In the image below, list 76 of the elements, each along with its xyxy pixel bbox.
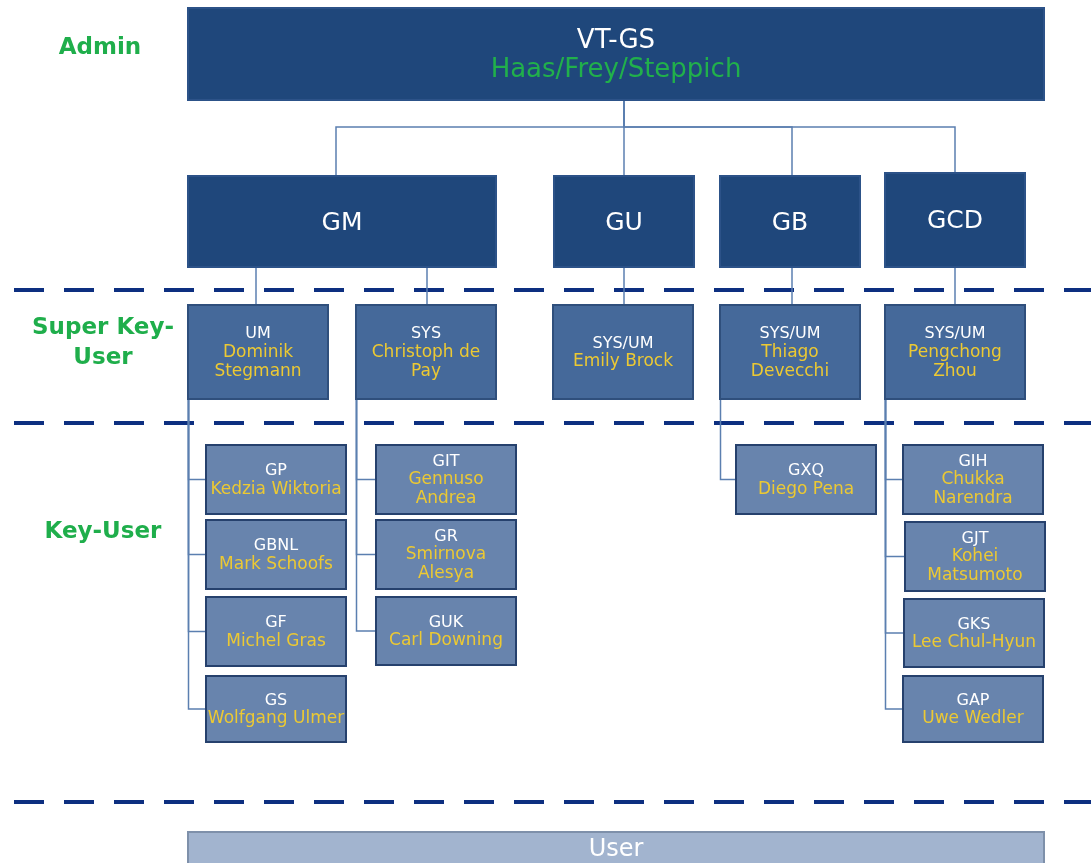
admin-box <box>187 7 1045 101</box>
key-user-box <box>375 444 517 515</box>
unit-code: GS <box>264 690 288 709</box>
person-name: Christoph de Pay <box>370 341 482 380</box>
person-name: Wolfgang Ulmer <box>207 708 345 728</box>
level-label: Key-User <box>43 516 163 545</box>
key-user-box <box>205 444 347 515</box>
key-user-box <box>205 519 347 590</box>
level-label: Super Key-User <box>31 312 175 371</box>
unit-code: SYS/UM <box>759 324 821 342</box>
super-key-user-box <box>719 304 861 400</box>
unit-code: GP <box>264 461 287 479</box>
super-key-user-box <box>187 304 329 400</box>
unit-code: GF <box>265 613 287 631</box>
level-title: User <box>588 835 644 862</box>
unit-code: GB <box>771 207 809 236</box>
key-user-box <box>205 596 347 667</box>
unit-code: GUK <box>428 612 464 631</box>
super-key-user-box <box>552 304 694 400</box>
connector-line <box>791 267 793 305</box>
level-label: Admin <box>57 32 143 61</box>
super-key-user-box <box>355 304 497 400</box>
unit-code: GCD <box>926 206 984 234</box>
connector-line <box>719 399 736 481</box>
person-name: Diego Pena <box>757 478 855 498</box>
person-name: Uwe Wedler <box>922 708 1024 728</box>
person-name: Mark Schoofs <box>219 553 333 573</box>
person-name: Gennuso Andrea <box>407 469 485 508</box>
unit-code: SYS/UM <box>924 324 986 342</box>
person-name: Emily Brock <box>572 351 674 371</box>
group-box <box>884 172 1026 268</box>
key-user-box <box>375 596 517 666</box>
group-box <box>719 175 861 268</box>
person-name: Thiago Devecchi <box>749 341 831 380</box>
connector-line <box>355 399 376 632</box>
unit-code: GIH <box>958 451 988 470</box>
unit-code: GAP <box>956 690 990 709</box>
unit-code: GKS <box>957 614 991 633</box>
connector-line <box>187 399 206 710</box>
person-name: Dominik Stegmann <box>213 341 303 380</box>
unit-title: VT-GS <box>576 24 656 54</box>
person-name: Smirnova Alesya <box>404 544 488 583</box>
key-user-box <box>902 675 1044 743</box>
connector-line <box>426 267 428 305</box>
unit-code: GIT <box>432 451 460 470</box>
connector-line <box>954 267 956 305</box>
key-user-box <box>902 444 1044 515</box>
unit-code: GXQ <box>788 461 824 479</box>
unit-code: GU <box>605 207 643 236</box>
key-user-box <box>205 675 347 743</box>
person-name: Lee Chul-Hyun <box>911 632 1037 652</box>
person-name: Michel Gras <box>226 630 326 650</box>
key-user-box <box>903 598 1045 668</box>
person-name: Carl Downing <box>389 630 503 650</box>
group-box <box>553 175 695 268</box>
unit-code: SYS <box>410 324 442 342</box>
admin-names: Haas/Frey/Steppich <box>490 54 742 84</box>
person-name: Pengchong Zhou <box>907 341 1003 380</box>
super-key-user-box <box>884 304 1026 400</box>
key-user-box <box>904 521 1046 592</box>
key-user-box <box>735 444 877 515</box>
unit-code: GBNL <box>253 536 299 554</box>
unit-code: GM <box>321 207 363 236</box>
unit-code: SYS/UM <box>592 333 654 352</box>
connector-line <box>255 267 257 305</box>
unit-code: GR <box>434 526 458 545</box>
user-bar <box>187 831 1045 863</box>
unit-code: UM <box>245 324 271 342</box>
key-user-box <box>375 519 517 590</box>
connector-line <box>623 267 625 305</box>
unit-code: GJT <box>961 528 989 547</box>
group-box <box>187 175 497 268</box>
person-name: Kedzia Wiktoria <box>210 478 342 498</box>
connector-line <box>884 399 903 710</box>
person-name: Kohei Matsumoto <box>926 546 1024 585</box>
person-name: Chukka Narendra <box>932 469 1014 508</box>
